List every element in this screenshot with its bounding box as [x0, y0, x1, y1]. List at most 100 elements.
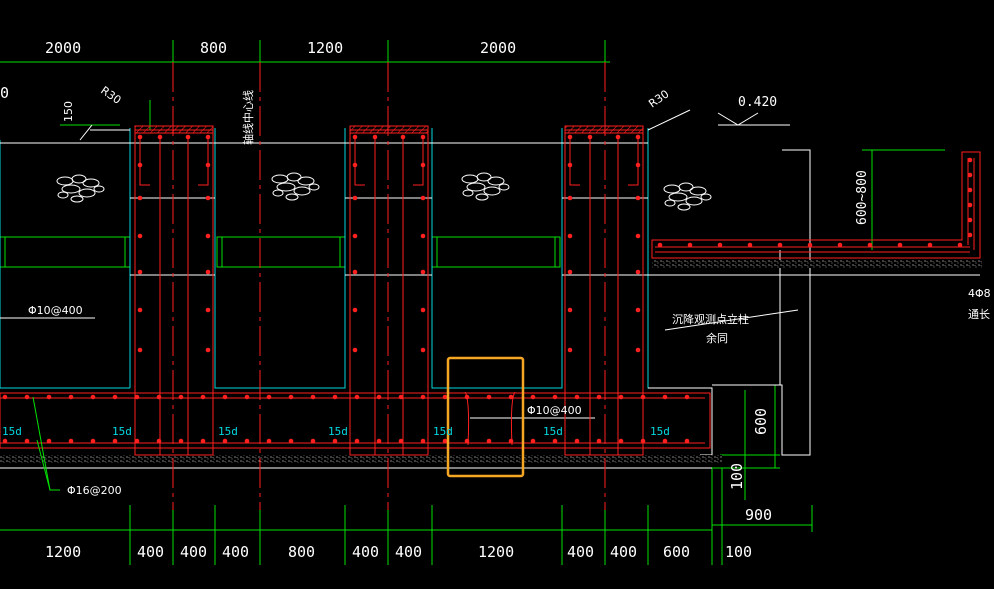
rebar-4-label: 4Φ8: [968, 287, 991, 300]
column-caps: [134, 125, 644, 134]
rebar-dots: [2, 134, 973, 444]
bottom-dim-text: 800: [288, 543, 315, 561]
rebar-dot: [352, 233, 358, 239]
rebar-dot: [662, 438, 668, 444]
rebar-dot: [376, 438, 382, 444]
rebar-dot: [354, 394, 360, 400]
rebar-dot: [205, 347, 211, 353]
rebar-dot: [567, 269, 573, 275]
rebar-dot: [398, 394, 404, 400]
rebar-dot: [266, 438, 272, 444]
bottom-dim-text: 400: [610, 543, 637, 561]
dim-100-vertical: 100: [728, 463, 746, 490]
bottom-dimension-lines: [0, 385, 813, 565]
rebar-dot: [635, 134, 641, 140]
rebar-dot: [807, 242, 813, 248]
rebar-dot: [156, 394, 162, 400]
right-wall: [651, 151, 981, 259]
dim-150-label: 150: [62, 101, 75, 122]
rebar-dot: [486, 394, 492, 400]
bottom-dim-text: 400: [567, 543, 594, 561]
rebar-dot: [137, 134, 143, 140]
rebar-dot: [134, 438, 140, 444]
rebar-dot: [112, 438, 118, 444]
anchorage-label: 15d: [2, 425, 22, 438]
rebar-dot: [68, 438, 74, 444]
rebar-dot: [552, 438, 558, 444]
rebar-dot: [244, 394, 250, 400]
selection-highlight[interactable]: [446, 356, 525, 478]
rebar-dot: [24, 438, 30, 444]
top-dimension-lines: [0, 40, 610, 70]
rebar-dot: [567, 134, 573, 140]
rebar-dot: [618, 438, 624, 444]
rebar-dot: [222, 394, 228, 400]
bottom-dim-text: 1200: [45, 543, 81, 561]
rebar-dot: [574, 438, 580, 444]
rebar-dot: [137, 347, 143, 353]
rebar-dot: [137, 307, 143, 313]
rebar-dot: [837, 242, 843, 248]
leader-lines: [32, 396, 60, 491]
rebar-dot: [222, 438, 228, 444]
rebar-dot: [967, 232, 973, 238]
rebar-dot: [420, 195, 426, 201]
anchorage-label: 15d: [218, 425, 238, 438]
phi16-label: Φ16@200: [67, 484, 122, 497]
top-dim-text: 2000: [480, 39, 516, 57]
rebar-dot: [967, 172, 973, 178]
rebar-dot: [352, 307, 358, 313]
bottom-dim-text: 400: [395, 543, 422, 561]
bottom-dim-text: 1200: [478, 543, 514, 561]
ground-gravel-strip: [0, 455, 722, 463]
rebar-dot: [967, 202, 973, 208]
rebar-dot: [266, 394, 272, 400]
rebar-dot: [185, 134, 191, 140]
rebar-dot: [717, 242, 723, 248]
rebar-dot: [205, 269, 211, 275]
bottom-dim-text: 400: [137, 543, 164, 561]
rebar-dot: [587, 134, 593, 140]
rebar-dot: [957, 242, 963, 248]
rebar-dot: [420, 438, 426, 444]
rebar-dot: [777, 242, 783, 248]
dim-900: 900: [745, 506, 772, 524]
rebar-dot: [310, 438, 316, 444]
rebar-dot: [486, 438, 492, 444]
rebar-dot: [574, 394, 580, 400]
rebar-dot: [354, 438, 360, 444]
rebar-dot: [615, 134, 621, 140]
rebar-dot: [352, 347, 358, 353]
elevation-label: 0.420: [738, 95, 777, 110]
r30-right-label: R30: [646, 87, 671, 110]
rebar-dot: [596, 394, 602, 400]
rebar-dot: [137, 233, 143, 239]
rebar-dot: [596, 438, 602, 444]
right-dimension-lines: [60, 100, 945, 250]
foundation-beam: [0, 392, 711, 449]
rebar-dot: [178, 438, 184, 444]
top-dim-text: 800: [200, 39, 227, 57]
rebar-dot: [420, 162, 426, 168]
rebar-dot: [442, 438, 448, 444]
anchorage-label: 15d: [433, 425, 453, 438]
top-dim-text: 1200: [307, 39, 343, 57]
rebar-dot: [90, 394, 96, 400]
rebar-dot: [205, 162, 211, 168]
bottom-dim-text: 400: [222, 543, 249, 561]
rebar-dot: [635, 162, 641, 168]
rebar-dot: [867, 242, 873, 248]
rebar-dot: [332, 438, 338, 444]
centerline-label: 轴线中心线: [241, 90, 255, 145]
rebar-dot: [508, 438, 514, 444]
rebar-dot: [508, 394, 514, 400]
rebar-dot: [567, 307, 573, 313]
rebar-dot: [376, 394, 382, 400]
anchorage-label: 15d: [112, 425, 132, 438]
rebar-dot: [24, 394, 30, 400]
rebar-dot: [157, 134, 163, 140]
rebar-dot: [205, 134, 211, 140]
rebar-dot: [747, 242, 753, 248]
rebar-dot: [618, 394, 624, 400]
